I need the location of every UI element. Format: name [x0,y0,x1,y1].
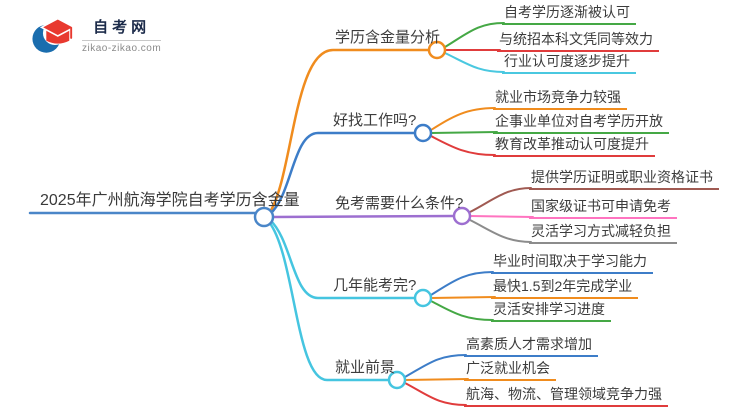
leaf-line [444,52,505,73]
branch-node-5[interactable] [387,370,407,390]
branch-line-2 [268,131,417,216]
leaf-label: 国家级证书可申请免考 [529,196,677,219]
leaf-label: 教育改革推动认可度提升 [493,134,655,157]
leaf-label: 提供学历证明或职业资格证书 [529,167,719,190]
leaf-line [404,378,469,381]
leaf-label: 与统招本科文凭同等效力 [497,29,659,52]
branch-line-5 [267,220,391,382]
root-node[interactable] [253,206,275,228]
branch-node-2[interactable] [413,123,433,143]
logo-domain: zikao-zikao.com [82,40,162,54]
branch-4-label: 几年能考完? [333,277,417,294]
leaf-line [430,300,494,321]
leaf-line [469,215,534,218]
leaf-label: 高素质人才需求增加 [464,334,598,357]
leaf-label: 最快1.5到2年完成学业 [491,276,639,299]
leaf-label: 航海、物流、管理领域竞争力强 [464,384,668,407]
leaf-line [469,187,532,213]
leaf-line [404,354,467,378]
leaf-label: 自考学历逐渐被认可 [502,2,636,25]
branch-node-1[interactable] [427,40,447,60]
leaf-line [430,131,498,134]
branch-2-label: 好找工作吗? [333,112,417,129]
leaf-label: 毕业时间取决于学习能力 [491,251,653,274]
branch-3-label: 免考需要什么条件? [335,195,464,212]
logo-title: 自考网 [93,19,151,36]
branch-line-1 [268,48,431,214]
leaf-line [430,135,496,156]
root-topic-label: 2025年广州航海学院自考学历含金量 [40,192,300,209]
branch-node-4[interactable] [413,288,433,308]
branch-line-4 [268,218,417,300]
leaf-line [444,22,505,48]
leaf-line [430,271,494,296]
branch-1-label: 学历含金量分析 [335,29,441,46]
leaf-label: 行业认可度逐步提升 [502,51,636,74]
branch-node-3[interactable] [452,206,472,226]
graduation-cap-icon [32,17,76,53]
leaf-label: 灵活安排学习进度 [491,299,611,322]
branch-5-label: 就业前景 [335,359,396,376]
leaf-line [469,219,532,243]
leaf-line [404,382,467,406]
leaf-label: 就业市场竞争力较强 [493,87,627,110]
leaf-line [430,296,496,299]
site-logo[interactable]: 自考网 zikao-zikao.com [30,13,162,57]
leaf-label: 企事业单位对自考学历开放 [493,111,669,134]
leaf-label: 广泛就业机会 [464,358,556,381]
leaf-line [430,107,496,131]
branch-line-3 [271,214,456,219]
leaf-label: 灵活学习方式减轻负担 [529,221,677,244]
